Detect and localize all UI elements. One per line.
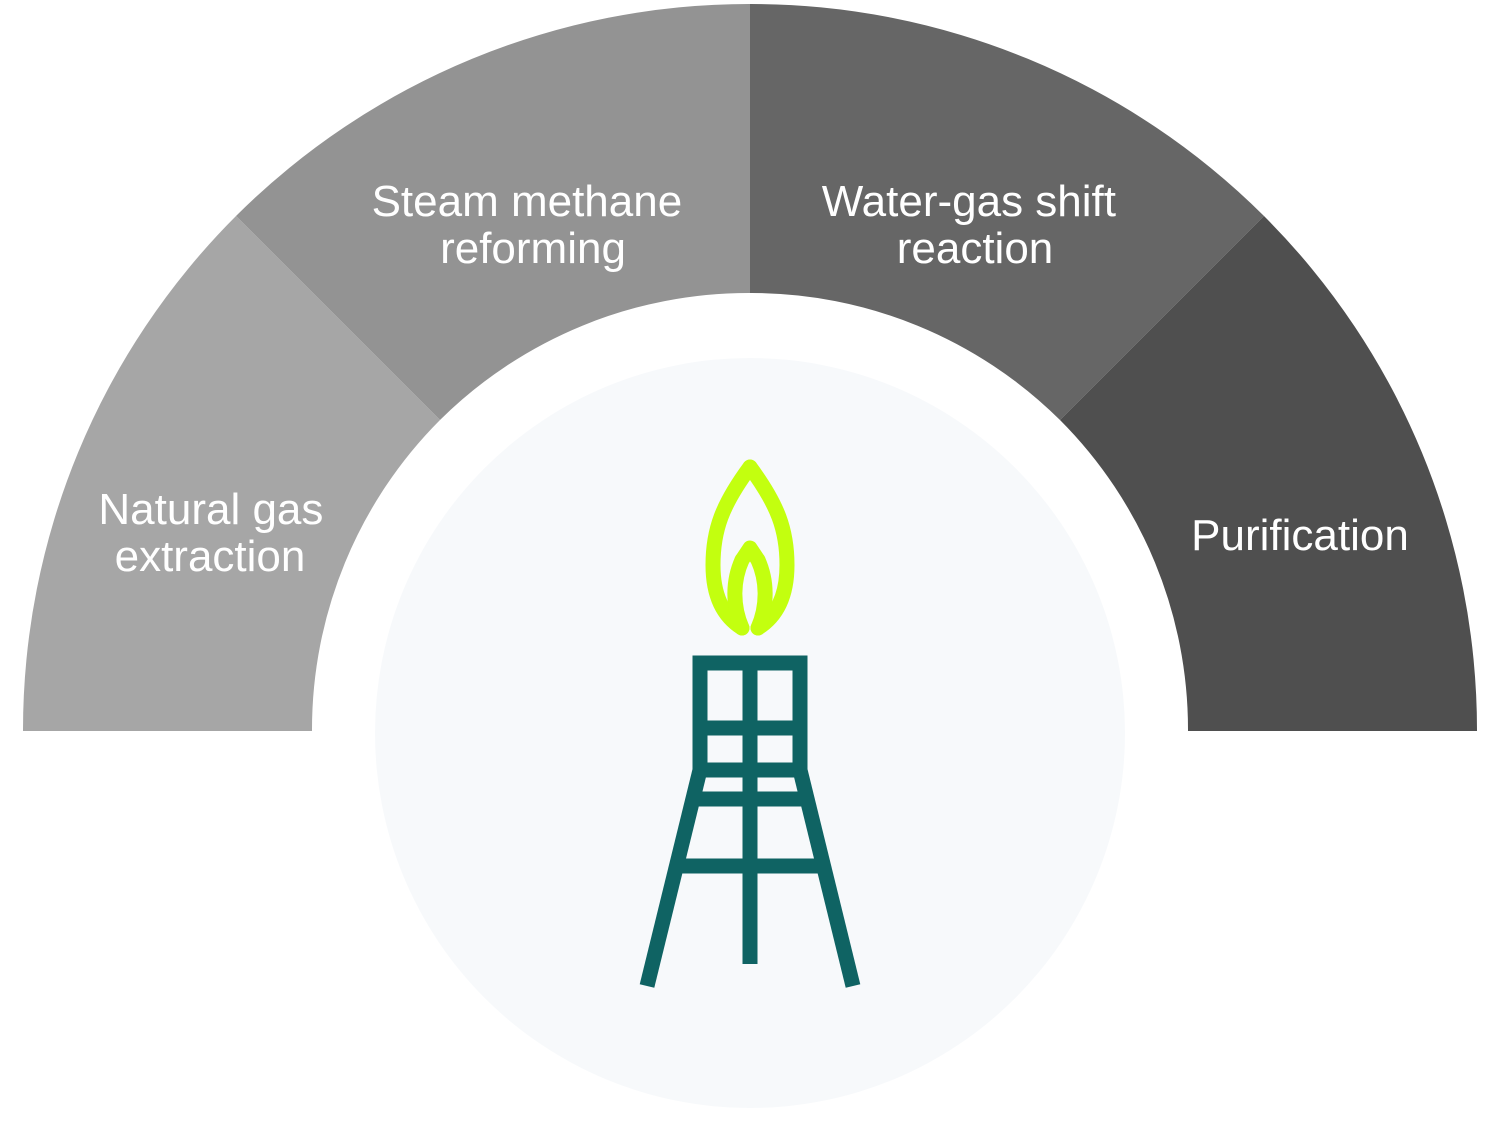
segment-label-line: reaction — [897, 224, 1054, 273]
segment-purification — [1060, 216, 1478, 731]
segment-label-line: extraction — [115, 532, 306, 581]
segment-labels: Natural gas extraction Steam methane ref… — [98, 177, 1408, 581]
process-ring — [22, 3, 1478, 731]
segment-label-line: Steam methane — [372, 177, 683, 226]
segment-label-purification: Purification — [1191, 511, 1409, 560]
segment-label-water-gas-shift-reaction: Water-gas shift reaction — [822, 177, 1128, 273]
segment-steam-methane-reforming — [236, 3, 750, 421]
flame-icon — [705, 459, 795, 636]
segment-label-line: Purification — [1191, 511, 1409, 560]
gas-flare-tower-icon — [639, 459, 861, 988]
segment-label-natural-gas-extraction: Natural gas extraction — [98, 485, 335, 581]
segment-label-line: Water-gas shift — [822, 177, 1116, 226]
segment-label-line: reforming — [440, 224, 626, 273]
segment-label-line: Natural gas — [98, 485, 323, 534]
tower-frame-icon — [639, 655, 861, 988]
segment-water-gas-shift-reaction — [750, 3, 1264, 421]
segment-label-steam-methane-reforming: Steam methane reforming — [372, 177, 695, 273]
segment-natural-gas-extraction — [22, 216, 441, 731]
